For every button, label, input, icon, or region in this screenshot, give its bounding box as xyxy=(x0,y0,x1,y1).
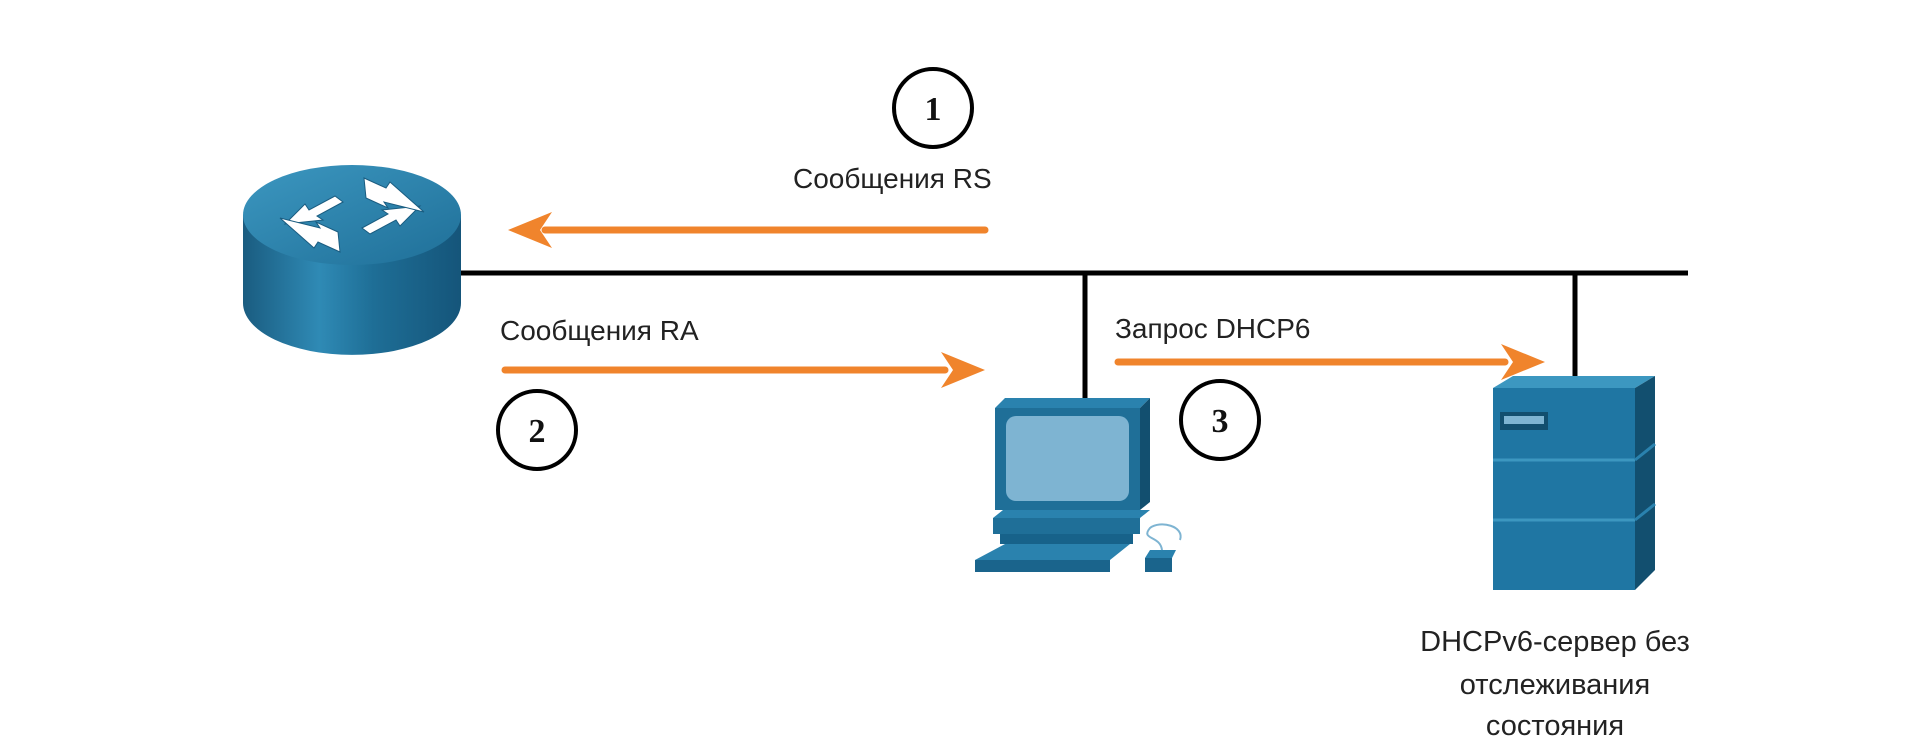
step-3-badge: 3 xyxy=(1179,379,1261,461)
server-caption-line-1: DHCPv6-сервер без xyxy=(1420,626,1690,658)
server-caption: DHCPv6-сервер без отслеживания состояния xyxy=(1420,626,1690,739)
step-1-number: 1 xyxy=(925,91,942,128)
server-caption-line-2: отслеживания xyxy=(1460,669,1650,701)
step-3-number: 3 xyxy=(1212,403,1229,440)
step-2-badge: 2 xyxy=(496,389,578,471)
router-icon xyxy=(243,165,461,355)
step-2-number: 2 xyxy=(529,413,546,450)
arrow-ra xyxy=(501,352,985,388)
router-arrows-icon xyxy=(279,177,425,253)
step-3-label: Запрос DHCP6 xyxy=(1115,313,1310,344)
step-1-badge: 1 xyxy=(892,67,974,149)
arrow-dhcp-request xyxy=(1114,344,1545,380)
workstation-icon xyxy=(975,398,1182,572)
arrow-rs xyxy=(508,212,989,248)
network-bus xyxy=(460,270,1688,398)
server-caption-line-3: состояния xyxy=(1486,710,1624,739)
step-2-label: Сообщения RA xyxy=(500,315,699,346)
step-1-label: Сообщения RS xyxy=(793,163,992,194)
server-icon xyxy=(1493,376,1656,590)
